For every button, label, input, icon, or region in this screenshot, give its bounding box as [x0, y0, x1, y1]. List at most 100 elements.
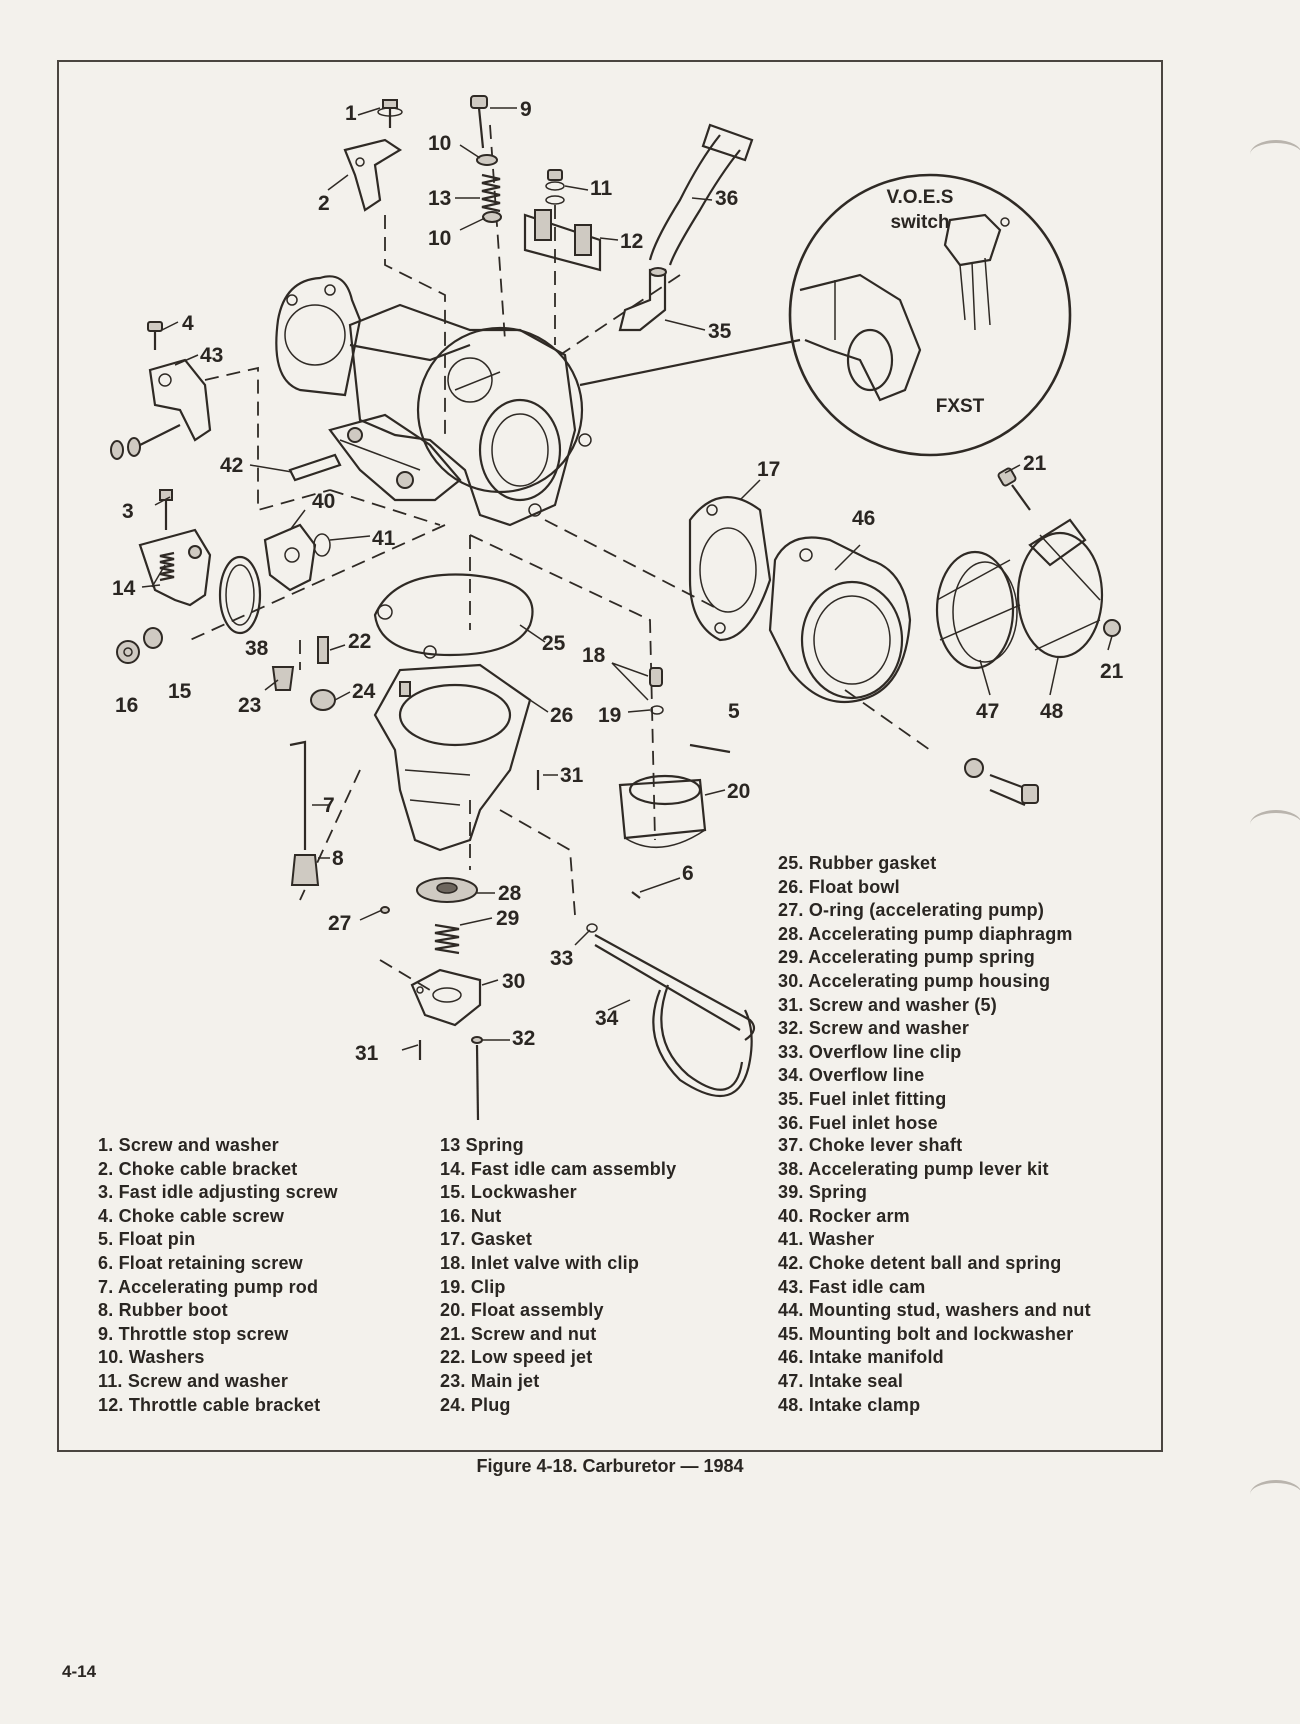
part-17-gasket: [688, 496, 772, 642]
legend-item: 39. Spring: [778, 1182, 868, 1203]
part-19-clip: [650, 705, 664, 715]
part-29-accelerating-pump-spring: [434, 923, 460, 955]
binder-hole-mark: [1250, 810, 1300, 839]
callout-30: 30: [502, 970, 525, 993]
legend-column-3: 25. Rubber gasket 26. Float bowl 27. O-r…: [778, 852, 1073, 1135]
legend-item: 7. Accelerating pump rod: [98, 1276, 319, 1297]
part-48-intake-clamp: [1016, 518, 1104, 659]
part-26-float-bowl: [373, 663, 532, 852]
part-28-accelerating-pump-diaphragm: [416, 877, 478, 903]
callout-22: 22: [348, 630, 371, 653]
legend-item: 43. Fast idle cam: [778, 1276, 926, 1297]
callout-27: 27: [328, 912, 351, 935]
legend-column-1: 1. Screw and washer 2. Choke cable brack…: [98, 1134, 338, 1417]
part-4-choke-cable-screw: [147, 321, 163, 350]
part-41-washer: [313, 533, 331, 557]
legend-item: 26. Float bowl: [778, 876, 900, 897]
callout-43: 43: [200, 344, 223, 367]
legend-item: 9. Throttle stop screw: [98, 1323, 289, 1344]
legend-item: 38. Accelerating pump lever kit: [778, 1158, 1049, 1179]
callout-24: 24: [352, 680, 376, 703]
legend-item: 1. Screw and washer: [98, 1135, 279, 1155]
part-21-screw-and-nut: [997, 467, 1121, 637]
part-6-float-retaining-screw: [631, 891, 641, 899]
legend-item: 30. Accelerating pump housing: [778, 970, 1051, 991]
part-36-fuel-inlet-hose: [648, 123, 754, 266]
part-43-fast-idle-cam: [148, 358, 212, 442]
callout-10-upper: 10: [428, 132, 451, 155]
detail-connector-line: [579, 338, 801, 387]
callout-36: 36: [715, 187, 738, 210]
legend-item: 41. Washer: [778, 1229, 875, 1250]
legend-item: 45. Mounting bolt and lockwasher: [778, 1323, 1074, 1344]
callout-12: 12: [620, 230, 643, 253]
callout-46: 46: [852, 507, 875, 530]
legend-column-2: 13 Spring 14. Fast idle cam assembly 15.…: [440, 1134, 676, 1417]
callout-20: 20: [727, 780, 750, 803]
part-20-float-assembly: [618, 774, 707, 849]
legend-item: 8. Rubber boot: [98, 1300, 228, 1321]
binder-hole-mark: [1250, 1480, 1300, 1509]
legend-item: 17. Gasket: [440, 1229, 533, 1250]
voes-label-line1: V.O.E.S: [887, 187, 954, 208]
callout-31-upper: 31: [560, 764, 584, 787]
legend-item: 25. Rubber gasket: [778, 853, 937, 873]
legend-item: 15. Lockwasher: [440, 1182, 577, 1203]
callout-5: 5: [728, 700, 740, 723]
carburetor-body: [275, 275, 592, 527]
legend-item: 3. Fast idle adjusting screw: [98, 1182, 338, 1203]
part-2-choke-cable-bracket: [343, 138, 403, 212]
legend-item: 47. Intake seal: [778, 1370, 904, 1391]
legend-item: 37. Choke lever shaft: [778, 1135, 963, 1155]
legend-item: 35. Fuel inlet fitting: [778, 1088, 947, 1109]
legend-item: 27. O-ring (accelerating pump): [778, 900, 1045, 921]
callout-16: 16: [115, 694, 138, 717]
legend-item: 18. Inlet valve with clip: [440, 1252, 640, 1273]
legend-item: 2. Choke cable bracket: [98, 1158, 298, 1179]
fxst-model-label: FXST: [936, 396, 985, 417]
callout-29: 29: [496, 907, 519, 930]
callout-48: 48: [1040, 700, 1064, 723]
legend-item: 5. Float pin: [98, 1229, 196, 1250]
part-45-mounting-bolt: [964, 758, 1039, 807]
part-11-screw-and-washer: [545, 169, 565, 205]
callout-31-lower: 31: [355, 1042, 379, 1065]
legend-item: 42. Choke detent ball and spring: [778, 1252, 1062, 1273]
legend-item: 33. Overflow line clip: [778, 1041, 962, 1062]
part-47-intake-seal: [935, 550, 1021, 670]
legend-item: 29. Accelerating pump spring: [778, 947, 1035, 968]
legend-item: 12. Throttle cable bracket: [98, 1394, 321, 1415]
callout-19: 19: [598, 704, 621, 727]
callout-11: 11: [590, 177, 613, 200]
legend-item: 23. Main jet: [440, 1370, 540, 1391]
part-18-inlet-valve: [649, 667, 663, 687]
part-12-throttle-cable-bracket: [523, 209, 602, 272]
part-10-washer-lower: [482, 211, 502, 223]
legend-item: 46. Intake manifold: [778, 1347, 944, 1368]
part-14-fast-idle-cam-assembly: [138, 528, 212, 607]
legend-item: 11. Screw and washer: [98, 1370, 289, 1391]
part-9-throttle-stop-screw: [470, 95, 488, 149]
legend-item: 4. Choke cable screw: [98, 1205, 285, 1226]
callout-numbers: 1 2 3 4 5 6 7 8 9 10 10 11 12 13 14 15 1…: [112, 98, 1124, 1065]
part-35-fuel-inlet-fitting: [618, 267, 667, 332]
callout-7: 7: [323, 794, 335, 817]
part-16-nut: [116, 640, 140, 664]
callout-42: 42: [220, 454, 243, 477]
callout-33: 33: [550, 947, 573, 970]
callout-35: 35: [708, 320, 732, 343]
part-13-spring: [481, 173, 501, 213]
part-7-accelerating-pump-rod: [289, 740, 307, 850]
legend-item: 48. Intake clamp: [778, 1394, 921, 1415]
figure-frame: [57, 60, 1163, 1452]
legend-item: 24. Plug: [440, 1394, 511, 1415]
voes-label-line2: switch: [890, 212, 949, 233]
callout-3: 3: [122, 500, 134, 523]
part-24-plug: [310, 689, 336, 711]
callout-8: 8: [332, 847, 344, 870]
part-25-rubber-gasket: [373, 573, 534, 659]
page-number: 4-14: [62, 1662, 97, 1681]
callout-18: 18: [582, 644, 606, 667]
legend-item: 6. Float retaining screw: [98, 1252, 303, 1273]
legend-item: 21. Screw and nut: [440, 1323, 597, 1344]
